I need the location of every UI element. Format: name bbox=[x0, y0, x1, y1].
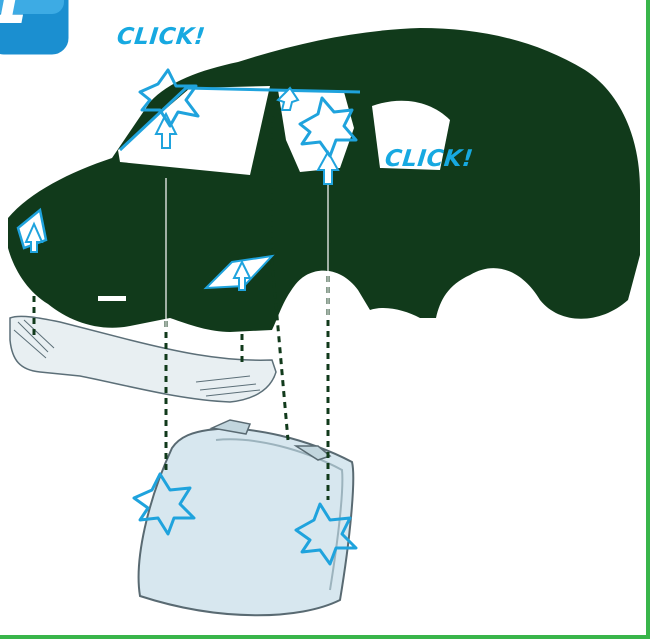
click-callout-top: CLICK! bbox=[116, 24, 207, 50]
click-callout-right: CLICK! bbox=[384, 146, 475, 172]
bumper-slot bbox=[98, 296, 126, 301]
